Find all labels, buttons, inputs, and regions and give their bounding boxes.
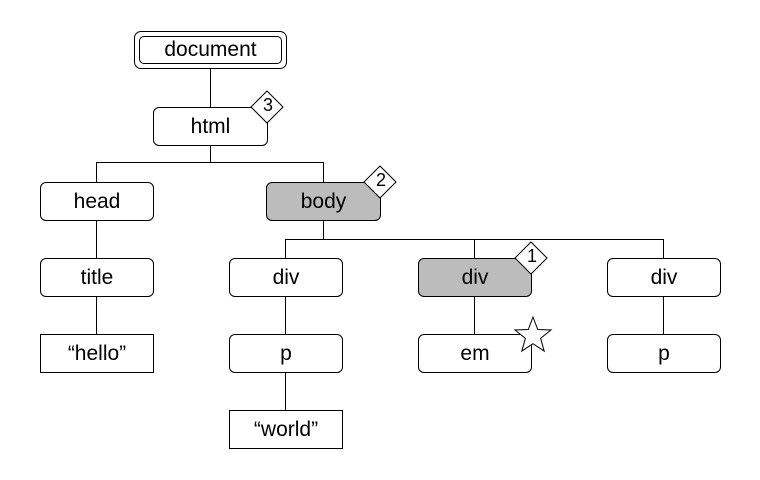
badge-body: 2 [363, 165, 397, 199]
badge-div2: 1 [514, 241, 548, 275]
div-node-1: div [229, 258, 343, 297]
div-node-2: div [418, 258, 532, 297]
edge-head-body-bar [96, 162, 324, 163]
badge-body-number: 2 [375, 169, 386, 190]
edge-to-body [323, 162, 324, 182]
p-node-1: p [229, 334, 343, 373]
badge-html: 3 [250, 90, 284, 124]
title-node: title [40, 258, 154, 297]
edge-to-div3 [663, 239, 664, 258]
star-icon [513, 315, 553, 353]
edge-div2-em [474, 296, 475, 334]
diamond-icon [250, 90, 284, 124]
world-text-node: “world” [229, 410, 343, 449]
edge-document-html [210, 68, 211, 108]
edge-body-children [323, 220, 324, 240]
body-node: body [266, 182, 381, 221]
edge-head-title [96, 220, 97, 258]
edge-title-hello [96, 296, 97, 334]
document-label: document [139, 36, 282, 64]
head-node: head [40, 182, 154, 221]
badge-html-number: 3 [262, 94, 273, 115]
document-node: document [134, 31, 287, 69]
em-node: em [418, 334, 532, 373]
diamond-icon [514, 241, 548, 275]
edge-div1-p [285, 296, 286, 334]
div-node-3: div [607, 258, 721, 297]
diamond-icon [363, 165, 397, 199]
p-node-2: p [607, 334, 721, 373]
hello-text-node: “hello” [40, 334, 154, 373]
edge-p-world [285, 372, 286, 410]
badge-div2-number: 1 [526, 245, 537, 266]
edge-div3-p [663, 296, 664, 334]
edge-html-children [210, 145, 211, 163]
edge-to-head [96, 162, 97, 182]
edge-to-div1 [285, 239, 286, 258]
edge-to-div2 [474, 239, 475, 258]
html-node: html [153, 107, 268, 146]
